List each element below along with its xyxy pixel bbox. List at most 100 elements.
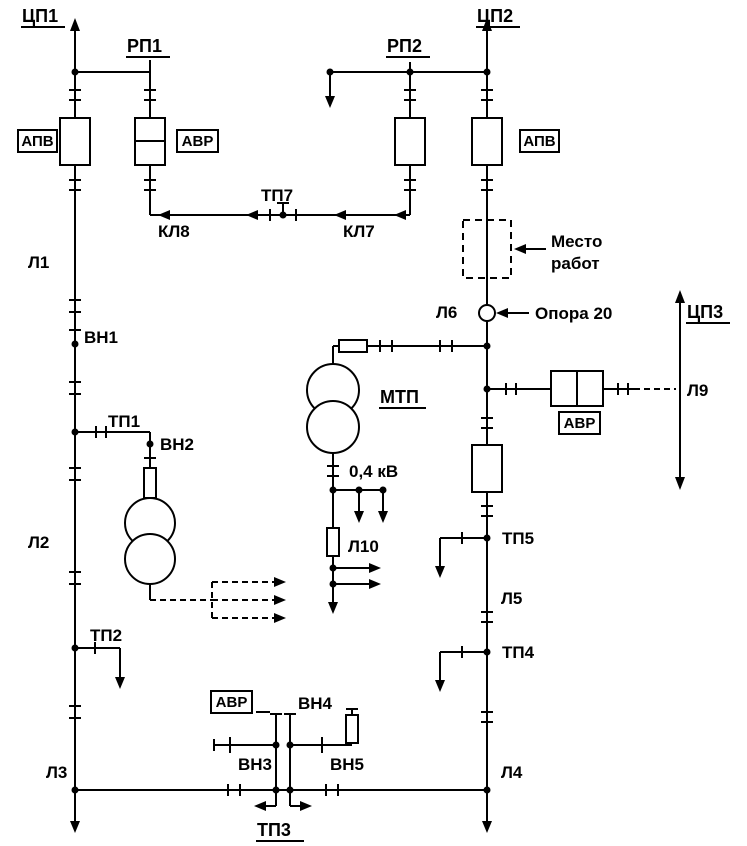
apv-device-rect [59,117,91,166]
label-l5: Л5 [501,589,522,608]
label-apv-right: АПВ [523,133,555,150]
work-site-dashed-rect [462,219,512,279]
cable-section-marks [505,383,629,395]
cable-section-marks [227,784,339,796]
arrow-right-icon [300,801,312,811]
breaker-device-rect [471,444,503,493]
avr-label-box [558,411,601,435]
label-l9: Л9 [687,381,708,400]
cable-section-marks [69,89,81,719]
label-vn2: ВН2 [160,435,194,454]
cable-section-marks [144,89,156,191]
feeder-cp1-l1: ЦП1 АПВ Л1 ВН1 Л2 Л3 [17,6,150,833]
label-tp2: ТП2 [90,626,122,645]
arrow-right-icon [274,613,286,623]
arrow-down-icon [378,511,388,523]
vn1-switch-dot [71,340,79,348]
label-vn5: ВН5 [330,755,364,774]
cable-section-marks [95,426,107,438]
label-l6: Л6 [436,303,457,322]
label-cp3: ЦП3 [687,302,723,322]
feeder-cp2: ЦП2 АПВ Место работ Л6 Опора 20 ТП5 Л5 [435,6,612,833]
rp1-branch: РП1 АВР [126,36,219,215]
flow-arrow-left-icon [246,210,258,220]
arrow-left-icon [496,308,508,318]
label-avr-tp3: АВР [216,694,248,711]
transformer-winding-icon [124,533,176,585]
arrow-right-icon [274,595,286,605]
arrow-left-icon [254,801,266,811]
label-voltage-04kv: 0,4 кВ [349,462,398,481]
cable-section-marks [269,209,297,221]
label-kl8: КЛ8 [158,222,190,241]
rp2-branch: РП2 [325,36,487,215]
arrow-down-icon [435,566,445,578]
apv-label-box [519,129,560,153]
label-l1: Л1 [28,253,49,272]
tp2-tap: ТП2 [71,626,125,689]
label-tp1: ТП1 [108,412,140,431]
apv-label-box [17,129,58,153]
label-cp2: ЦП2 [477,6,513,26]
vn2-switch-dot [146,440,154,448]
label-tp3: ТП3 [257,820,291,840]
tp1-substation: ТП1 ВН2 [71,412,286,623]
arrow-down-icon [328,602,338,614]
cable-section-marks [481,89,493,723]
label-l2: Л2 [28,533,49,552]
flow-arrow-left-icon [394,210,406,220]
label-tp5: ТП5 [502,529,534,548]
label-vn3: ВН3 [238,755,272,774]
cable-kl8-kl7: КЛ8 КЛ7 ТП7 [150,186,410,241]
label-tp4: ТП4 [502,643,535,662]
junction-dot [329,486,337,494]
label-avr-rp1: АВР [182,133,214,150]
mtp-lv-feeders [329,486,388,523]
junction-dot [483,68,491,76]
avr-label-box [176,129,219,153]
label-work-site-1: Место [551,232,602,251]
cp3-branch: АВР ЦП3 Л9 [487,290,730,490]
label-avr-l9: АВР [564,415,596,432]
arrow-up-icon [675,290,685,303]
mtp-branch: МТП 0,4 кВ Л10 [306,339,487,614]
arrow-down-icon [675,477,685,490]
label-l3: Л3 [46,763,67,782]
label-apv-left: АПВ [21,133,53,150]
label-l4: Л4 [501,763,523,782]
arrow-down-icon [115,677,125,689]
breaker-device-rect [394,117,426,166]
label-work-site-2: работ [551,254,600,273]
bottom-bus-l3-l4 [75,784,487,796]
cable-section-marks [404,89,416,191]
label-l10: Л10 [348,537,379,556]
apv-device-rect [471,117,503,166]
fuse-icon [326,527,340,557]
arrow-left-icon [514,244,526,254]
tp1-lv-feeders [149,577,286,623]
arrow-up-icon [482,18,492,31]
fuse-icon [143,467,157,499]
pole-20-circle [478,304,496,322]
flow-arrow-left-icon [158,210,170,220]
transformer-winding-icon [306,400,360,454]
label-vn4: ВН4 [298,694,333,713]
cable-section-marks [327,465,339,477]
label-rp2: РП2 [387,36,422,56]
arrow-right-icon [369,563,381,573]
arrow-down-icon [325,96,335,108]
arrow-down-icon [435,680,445,692]
fuse-icon [338,339,368,353]
arrow-down-icon [482,821,492,833]
tp3-substation: ВН4 АВР ВН3 ВН5 ТП3 [210,690,364,842]
junction-dot [71,68,79,76]
flow-arrow-left-icon [334,210,346,220]
junction-dot [279,211,287,219]
junction-dot [406,68,414,76]
arrow-right-icon [274,577,286,587]
label-tp7: ТП7 [261,186,293,205]
label-kl7: КЛ7 [343,222,375,241]
arrow-down-icon [354,511,364,523]
